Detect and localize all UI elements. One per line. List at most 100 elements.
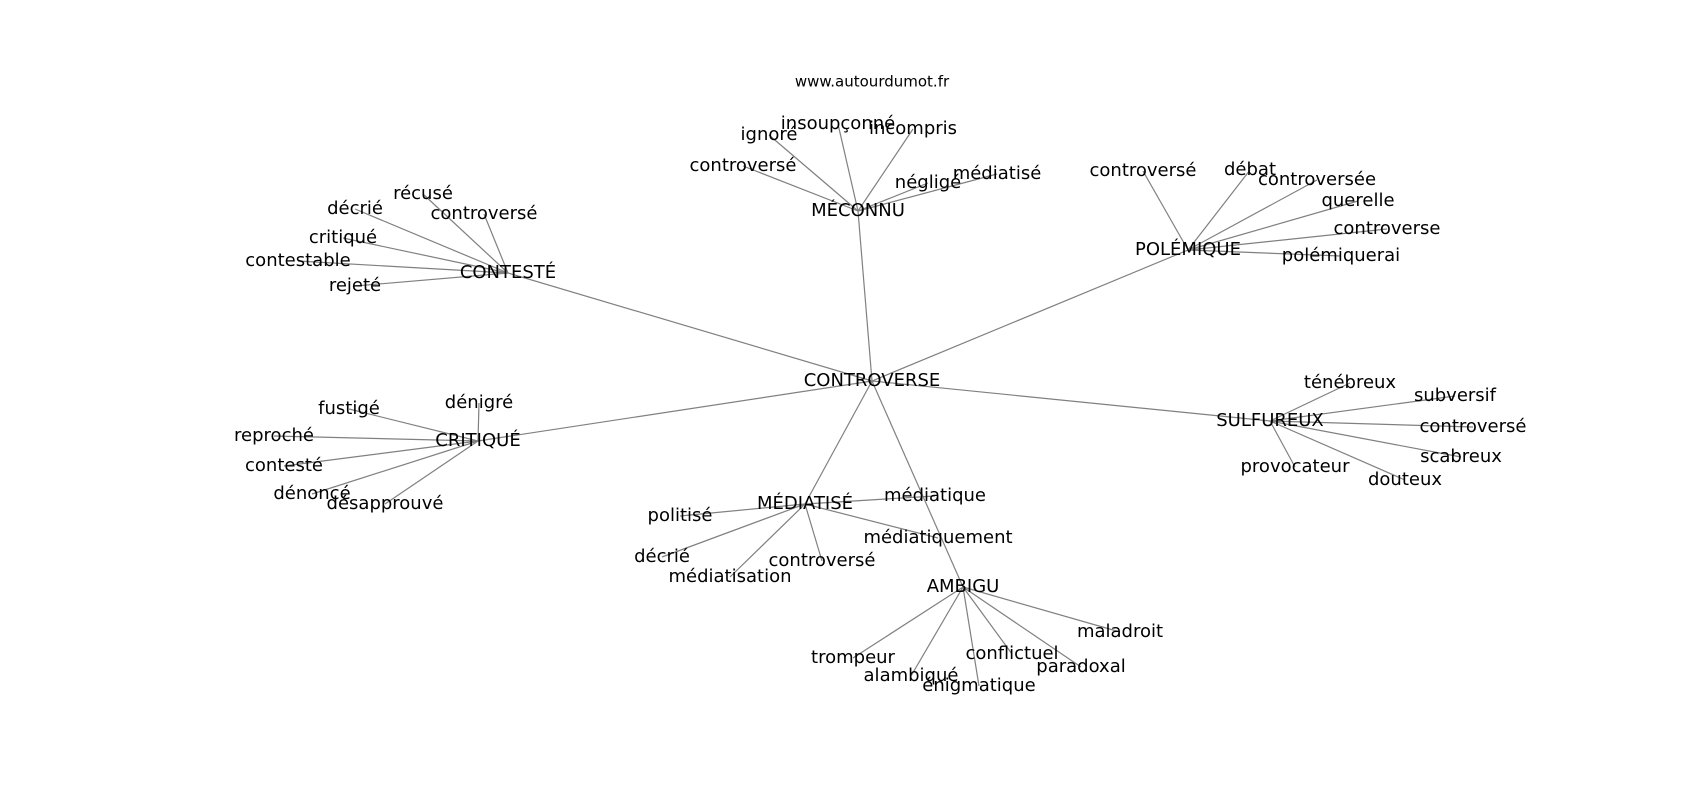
leaf-word: énigmatique — [922, 675, 1035, 696]
edge-cluster-to-leaf — [962, 586, 1013, 655]
leaf-word: médiatiquement — [863, 527, 1012, 548]
edge-cluster-to-leaf — [1187, 169, 1251, 251]
edge-cluster-to-leaf — [857, 128, 914, 212]
edge-cluster-to-leaf — [348, 408, 479, 442]
edge-cluster-to-leaf — [1269, 382, 1351, 422]
leaf-word: controversé — [1090, 160, 1197, 181]
edge-cluster-to-leaf — [311, 440, 479, 495]
edge-cluster-to-leaf — [342, 237, 509, 274]
edge-cluster-to-leaf — [354, 208, 509, 274]
edge-cluster-to-leaf — [1187, 249, 1342, 257]
site-credit: www.autourdumot.fr — [795, 73, 950, 91]
leaf-word: désapprouvé — [327, 493, 444, 514]
leaf-word: paradoxal — [1036, 656, 1125, 677]
cluster-word: SULFUREUX — [1216, 410, 1324, 431]
leaf-word: controversé — [431, 203, 538, 224]
leaf-word: dénoncé — [273, 483, 350, 504]
leaf-word: médiatique — [884, 485, 986, 506]
edge-cluster-to-leaf — [354, 272, 509, 287]
edge-center-to-cluster — [507, 272, 873, 382]
edge-center-to-cluster — [857, 210, 873, 382]
labels: www.autourdumot.fr CONTROVERSE MÉCONNU ign… — [234, 73, 1526, 697]
leaf-word: querelle — [1321, 190, 1394, 211]
cluster-word: MÉDIATISÉ — [757, 492, 853, 514]
leaf-word: reproché — [234, 425, 314, 446]
cluster-word: POLÉMIQUE — [1135, 238, 1241, 260]
edge-cluster-to-leaf — [661, 503, 806, 558]
leaf-word: maladroit — [1077, 621, 1163, 642]
edge-cluster-to-leaf — [1187, 200, 1359, 251]
cluster-word: AMBIGU — [927, 576, 1000, 597]
edge-cluster-to-leaf — [384, 440, 479, 505]
leaf-word: contesté — [245, 455, 323, 476]
leaf-word: contestable — [245, 250, 350, 271]
edge-cluster-to-leaf — [273, 435, 479, 442]
edge-center-to-cluster — [871, 249, 1189, 382]
edge-cluster-to-leaf — [768, 134, 859, 212]
leaf-word: ténébreux — [1304, 372, 1397, 393]
edge-cluster-to-leaf — [477, 402, 480, 442]
leaf-word: alambiqué — [864, 665, 959, 686]
leaf-word: polémiquerai — [1282, 245, 1400, 266]
edge-center-to-cluster — [871, 380, 1271, 422]
cluster-word: MÉCONNU — [811, 199, 905, 221]
edge-center-to-cluster — [804, 380, 873, 505]
edges — [273, 123, 1474, 687]
edge-cluster-to-leaf — [1269, 420, 1406, 481]
edge-cluster-to-leaf — [857, 173, 998, 212]
leaf-word: négligé — [895, 172, 961, 193]
leaf-word: conflictuel — [965, 643, 1058, 664]
edge-cluster-to-leaf — [857, 182, 929, 212]
leaf-word: fustigé — [318, 398, 380, 419]
edge-cluster-to-leaf — [1269, 395, 1456, 422]
edge-cluster-to-leaf — [852, 586, 964, 659]
leaf-word: décrié — [327, 198, 383, 219]
edge-cluster-to-leaf — [962, 586, 1121, 633]
edge-cluster-to-leaf — [804, 503, 823, 562]
leaf-word: ignoré — [741, 124, 798, 145]
leaf-word: controverse — [1334, 218, 1441, 239]
leaf-word: insoupçonné — [781, 113, 895, 134]
edge-cluster-to-leaf — [910, 586, 964, 677]
edge-cluster-to-leaf — [483, 213, 509, 274]
leaf-word: récusé — [393, 183, 453, 204]
edge-cluster-to-leaf — [679, 503, 806, 517]
leaf-word: dénigré — [445, 392, 513, 413]
leaf-word: trompeur — [811, 647, 896, 668]
leaf-word: controversée — [1258, 169, 1376, 190]
edge-cluster-to-leaf — [729, 503, 806, 578]
center-word: CONTROVERSE — [804, 370, 941, 391]
edge-cluster-to-leaf — [422, 193, 509, 274]
leaf-word: politisé — [648, 505, 713, 526]
edge-cluster-to-leaf — [804, 495, 936, 505]
leaf-word: controversé — [690, 155, 797, 176]
edge-cluster-to-leaf — [962, 586, 1082, 668]
leaf-word: médiatisation — [668, 566, 791, 587]
leaf-word: controversé — [769, 550, 876, 571]
cluster-word: CRITIQUÉ — [435, 429, 520, 451]
edge-cluster-to-leaf — [837, 123, 859, 212]
leaf-word: critiqué — [309, 227, 377, 248]
edge-cluster-to-leaf — [1187, 228, 1388, 251]
edge-cluster-to-leaf — [742, 165, 859, 212]
edge-cluster-to-leaf — [962, 586, 980, 687]
leaf-word: provocateur — [1241, 456, 1351, 477]
leaf-word: subversif — [1414, 385, 1497, 406]
leaf-word: controversé — [1420, 416, 1527, 437]
leaf-word: débat — [1224, 159, 1276, 180]
leaf-word: scabreux — [1420, 446, 1502, 467]
leaf-word: incompris — [869, 118, 957, 139]
leaf-word: médiatisé — [953, 163, 1042, 184]
edge-cluster-to-leaf — [1142, 170, 1189, 251]
edge-center-to-cluster — [871, 380, 964, 588]
edge-cluster-to-leaf — [804, 503, 939, 539]
edge-cluster-to-leaf — [1187, 179, 1318, 251]
leaf-word: douteux — [1368, 469, 1442, 490]
edge-center-to-cluster — [477, 380, 873, 442]
cluster-word: CONTESTÉ — [460, 261, 556, 283]
edge-cluster-to-leaf — [297, 260, 509, 274]
edge-cluster-to-leaf — [1269, 420, 1474, 428]
leaf-word: décrié — [634, 546, 690, 567]
leaf-word: rejeté — [329, 275, 381, 296]
